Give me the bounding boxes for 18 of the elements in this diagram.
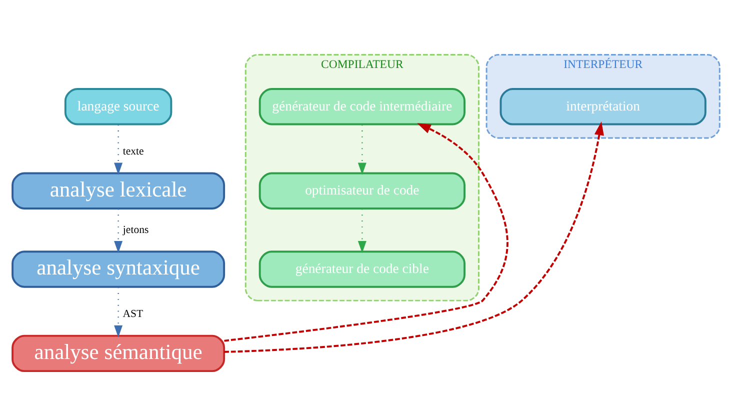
node-box: interprétation bbox=[500, 88, 706, 125]
node-box: optimisateur de code bbox=[258, 172, 466, 209]
node-box: générateur de code intermédiaire bbox=[258, 88, 466, 125]
node-box: analyse syntaxique bbox=[12, 250, 226, 288]
arrow bbox=[224, 120, 604, 352]
node-box: analyse sémantique bbox=[12, 334, 226, 372]
node-box: langage source bbox=[64, 88, 172, 125]
arrow bbox=[358, 124, 366, 174]
node-box: générateur de code cible bbox=[258, 250, 466, 288]
arrow bbox=[114, 208, 123, 253]
arrow bbox=[114, 124, 123, 174]
arrow bbox=[114, 286, 123, 337]
node-box: analyse lexicale bbox=[12, 172, 226, 209]
edge-label: texte bbox=[122, 144, 144, 157]
arrow bbox=[224, 122, 508, 342]
edge-label: AST bbox=[122, 308, 144, 320]
edge-label: jetons bbox=[122, 223, 149, 236]
arrow bbox=[358, 208, 366, 253]
